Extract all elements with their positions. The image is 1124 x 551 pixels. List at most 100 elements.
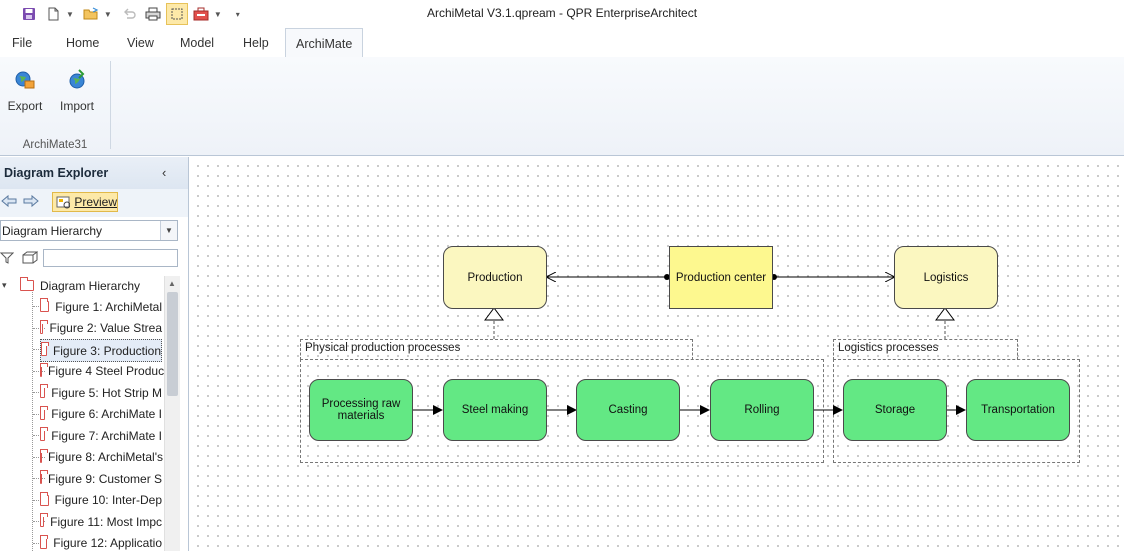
- tree-item-label: Figure 9: Customer S: [48, 471, 163, 486]
- folder-icon: [40, 298, 50, 312]
- import-label: Import: [59, 99, 94, 113]
- node-storage[interactable]: Storage: [843, 379, 947, 441]
- print-icon[interactable]: [142, 3, 164, 25]
- folder-icon: [40, 491, 49, 506]
- group-physical-production-tab[interactable]: Physical production processes: [300, 339, 693, 360]
- tree-item-label: Figure 6: ArchiMate I: [51, 407, 162, 421]
- undo-icon[interactable]: [118, 3, 140, 25]
- tree-item[interactable]: Figure 7: ArchiMate I: [40, 425, 162, 446]
- tree-connector: [33, 542, 45, 544]
- tree-item-label: Figure 8: ArchiMetal's: [48, 450, 164, 464]
- import-globe-icon: [66, 69, 88, 91]
- group-logistics-label: Logistics processes: [838, 342, 939, 354]
- open-folder-icon[interactable]: [80, 3, 102, 25]
- forward-arrow-icon[interactable]: [22, 194, 40, 211]
- preview-icon: [56, 196, 71, 209]
- tab-help[interactable]: Help: [243, 36, 269, 50]
- tree-connector: [33, 349, 45, 350]
- folder-icon: [20, 277, 34, 291]
- tree-item[interactable]: Figure 10: Inter-Dep: [40, 490, 162, 511]
- tree-connector: [33, 478, 45, 479]
- group-logistics-tab[interactable]: Logistics processes: [833, 339, 1018, 360]
- node-casting[interactable]: Casting: [576, 379, 680, 441]
- quick-access-toolbar: ▼ ▼ ▼ ▾: [0, 0, 246, 28]
- tree-item[interactable]: Figure 8: ArchiMetal's: [40, 447, 164, 468]
- diagram-tree: ▾ Diagram Hierarchy Figure 1: ArchiMetal…: [0, 275, 180, 551]
- scroll-up-icon[interactable]: ▲: [168, 279, 176, 288]
- tree-item[interactable]: Figure 9: Customer S: [40, 468, 162, 489]
- ribbon-group-separator: [110, 61, 111, 149]
- export-button[interactable]: Export: [2, 69, 48, 113]
- tree-item[interactable]: Figure 6: ArchiMate I: [40, 404, 162, 425]
- filter-row: [0, 247, 188, 271]
- explorer-toolbar: Preview: [0, 189, 188, 217]
- tree-connector: [33, 392, 45, 393]
- folder-icon: [40, 448, 48, 463]
- tree-connector: [33, 435, 45, 436]
- tree-connector: [33, 370, 45, 372]
- save-icon[interactable]: [18, 3, 40, 25]
- collapse-panel-icon[interactable]: ‹: [162, 165, 167, 180]
- diagram-connectors: [413, 157, 966, 415]
- scroll-thumb[interactable]: [167, 292, 178, 396]
- tree-item[interactable]: Figure 11: Most Impc: [40, 511, 162, 532]
- node-production-center[interactable]: Production center: [669, 246, 773, 309]
- tree-item[interactable]: Figure 4 Steel Produc: [40, 361, 165, 382]
- toolbox-icon[interactable]: [190, 3, 212, 25]
- folder-icon: [40, 405, 49, 420]
- tab-file[interactable]: File: [12, 36, 33, 50]
- tab-archimate[interactable]: ArchiMate: [285, 28, 364, 59]
- new-dropdown-icon[interactable]: ▼: [66, 9, 74, 19]
- chevron-down-icon[interactable]: ▼: [160, 221, 177, 240]
- toolbox-dropdown-icon[interactable]: ▼: [213, 9, 222, 19]
- export-label: Export: [7, 99, 43, 113]
- node-production[interactable]: Production: [443, 246, 547, 309]
- hierarchy-select[interactable]: Diagram Hierarchy ▼: [0, 220, 178, 241]
- tree-item[interactable]: Figure 12: Applicatio: [40, 533, 162, 551]
- tree-scrollbar[interactable]: ▲: [164, 276, 180, 551]
- tree-item[interactable]: Figure 1: ArchiMetal: [40, 296, 162, 317]
- model-objects-icon[interactable]: [22, 251, 39, 268]
- edge-dot-left: [664, 274, 670, 280]
- customize-toolbar-icon[interactable]: ▾: [235, 9, 240, 19]
- filter-input[interactable]: [43, 249, 178, 267]
- select-frame-icon[interactable]: [165, 3, 188, 25]
- explorer-header: Diagram Explorer ‹: [0, 157, 188, 189]
- open-dropdown-icon[interactable]: ▼: [103, 9, 112, 19]
- tree-item-label: Figure 12: Applicatio: [53, 536, 162, 550]
- folder-icon: [40, 427, 49, 441]
- node-logistics[interactable]: Logistics: [894, 246, 998, 309]
- tree-item-label: Figure 7: ArchiMate I: [51, 428, 162, 443]
- tree-connector: [33, 306, 45, 307]
- tab-view[interactable]: View: [127, 36, 154, 50]
- import-button[interactable]: Import: [54, 69, 100, 113]
- group-physical-production[interactable]: [300, 359, 824, 463]
- tree-root[interactable]: ▾ Diagram Hierarchy: [2, 275, 140, 296]
- new-document-icon[interactable]: [42, 3, 64, 25]
- tree-item[interactable]: Figure 5: Hot Strip M: [40, 382, 162, 403]
- window-title: ArchiMetal V3.1.qpream - QPR EnterpriseA…: [426, 6, 698, 20]
- folder-icon: [40, 384, 49, 398]
- node-steel-making[interactable]: Steel making: [443, 379, 547, 441]
- explorer-title: Diagram Explorer: [4, 166, 109, 180]
- tree-connector: [33, 499, 45, 501]
- tab-home[interactable]: Home: [66, 36, 100, 50]
- tree-item-label: Figure 2: Value Strea: [49, 321, 162, 335]
- tree-item-label: Figure 1: ArchiMetal: [55, 299, 162, 314]
- tree-connector: [33, 521, 45, 522]
- node-rolling[interactable]: Rolling: [710, 379, 814, 441]
- expand-chevron-icon[interactable]: ▾: [2, 280, 7, 290]
- preview-button[interactable]: Preview: [52, 192, 118, 212]
- tree-item[interactable]: Figure 2: Value Strea: [40, 318, 162, 339]
- tree-connector: [33, 327, 45, 329]
- tree-item-label: Figure 4 Steel Produc: [48, 364, 165, 378]
- edge-triangle-production: [484, 307, 504, 321]
- node-processing-raw-materials[interactable]: Processing raw materials: [309, 379, 413, 441]
- folder-icon: [40, 534, 49, 549]
- back-arrow-icon[interactable]: [0, 194, 18, 211]
- diagram-canvas[interactable]: Physical production processes Logistics …: [189, 157, 1124, 551]
- filter-icon[interactable]: [0, 251, 15, 268]
- tree-item[interactable]: Figure 3: Production: [40, 339, 162, 362]
- tab-model[interactable]: Model: [180, 36, 215, 50]
- node-transportation[interactable]: Transportation: [966, 379, 1070, 441]
